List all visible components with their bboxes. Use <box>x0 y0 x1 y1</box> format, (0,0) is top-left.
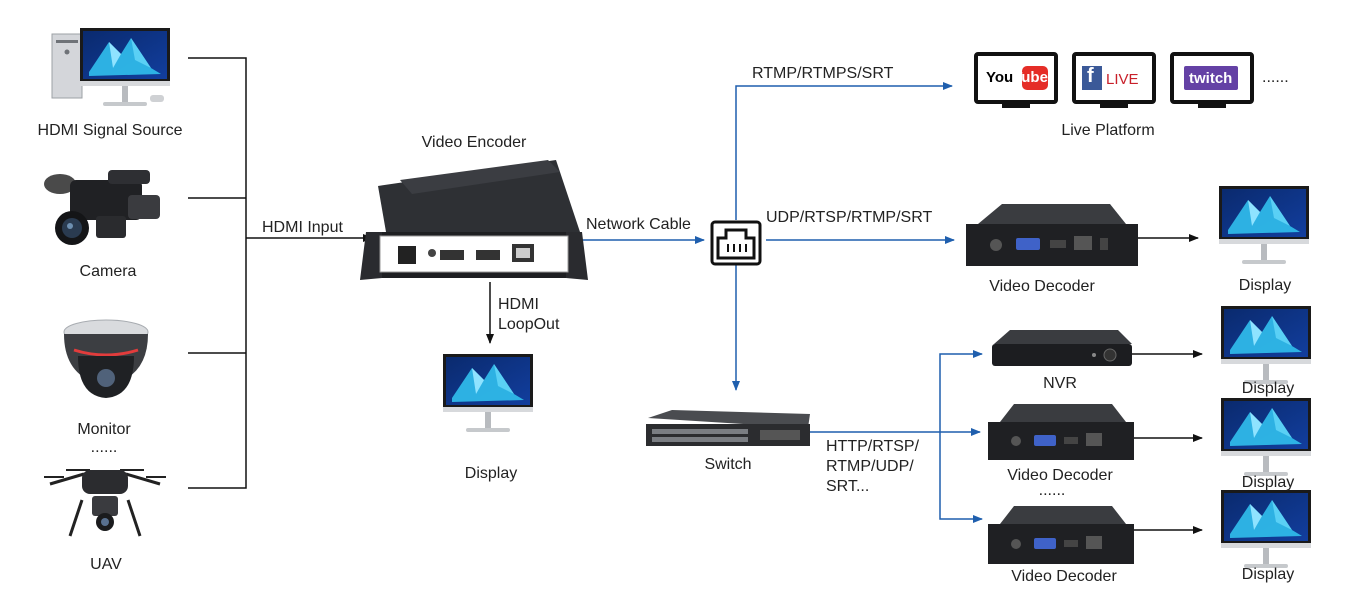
switch-distribution <box>810 350 983 523</box>
output-arrows <box>1132 234 1203 534</box>
hdmi-signal-source-label: HDMI Signal Source <box>37 122 183 139</box>
local-display-icon <box>443 354 533 432</box>
camera-label: Camera <box>79 263 137 280</box>
facebook-live-text: LIVE <box>1106 71 1139 88</box>
youtube-tv <box>974 52 1058 108</box>
network-switch-icon <box>646 410 810 446</box>
ethernet-port-icon <box>710 220 762 266</box>
hdmi-input-label: HDMI Input <box>262 219 343 236</box>
hdmi-loopout-label: HDMI LoopOut <box>498 296 560 333</box>
dome-camera-icon <box>63 319 149 398</box>
local-display-label: Display <box>464 465 518 482</box>
facebook-tv <box>1072 52 1156 108</box>
platforms-ellipsis: ...... <box>1262 69 1289 86</box>
display-top-label: Display <box>1238 277 1292 294</box>
display-mid-icon <box>1221 398 1311 476</box>
nvr-label: NVR <box>1043 375 1077 392</box>
twitch-logo-text: twitch <box>1189 70 1233 87</box>
display-mid-label: Display <box>1241 474 1295 491</box>
decoders-ellipsis: ...... <box>1038 482 1066 499</box>
http-protocols-label: HTTP/RTSP/ RTMP/UDP/ SRT... <box>826 438 920 495</box>
youtube-logo-text: YouTube <box>986 69 1048 86</box>
video-decoder-top-label: Video Decoder <box>989 278 1095 295</box>
display-nvr-label: Display <box>1241 380 1295 397</box>
live-platform-label: Live Platform <box>1061 122 1155 139</box>
desktop-pc-icon <box>51 28 170 106</box>
video-encoder-label: Video Encoder <box>421 134 527 151</box>
display-top-icon <box>1219 186 1309 264</box>
sources-ellipsis: ...... <box>90 439 118 456</box>
video-decoder-bottom-label: Video Decoder <box>1011 568 1117 585</box>
facebook-logo-f: f <box>1087 65 1094 87</box>
video-decoder-bottom-device <box>988 506 1134 564</box>
video-encoder-device <box>360 160 588 280</box>
uav-label: UAV <box>90 556 122 573</box>
twitch-tv <box>1170 52 1254 108</box>
source-bus-lines <box>188 57 247 489</box>
udp-rtsp-rtmp-srt-label: UDP/RTSP/RTMP/SRT <box>766 209 933 226</box>
rtmp-arrow <box>735 82 953 220</box>
display-bottom-label: Display <box>1241 566 1295 583</box>
video-decoder-mid-device <box>988 404 1134 460</box>
video-decoder-top-device <box>966 204 1138 266</box>
network-cable-label: Network Cable <box>586 216 691 233</box>
video-camera-icon <box>44 170 160 245</box>
display-bottom-icon <box>1221 490 1311 568</box>
video-decoder-mid-label: Video Decoder <box>1007 467 1113 484</box>
drone-icon <box>44 469 166 537</box>
monitor-label: Monitor <box>77 421 131 438</box>
rtmp-rtmps-srt-label: RTMP/RTMPS/SRT <box>752 65 894 82</box>
switch-label: Switch <box>704 456 752 473</box>
display-nvr-icon <box>1221 306 1311 384</box>
nvr-device <box>992 330 1132 366</box>
